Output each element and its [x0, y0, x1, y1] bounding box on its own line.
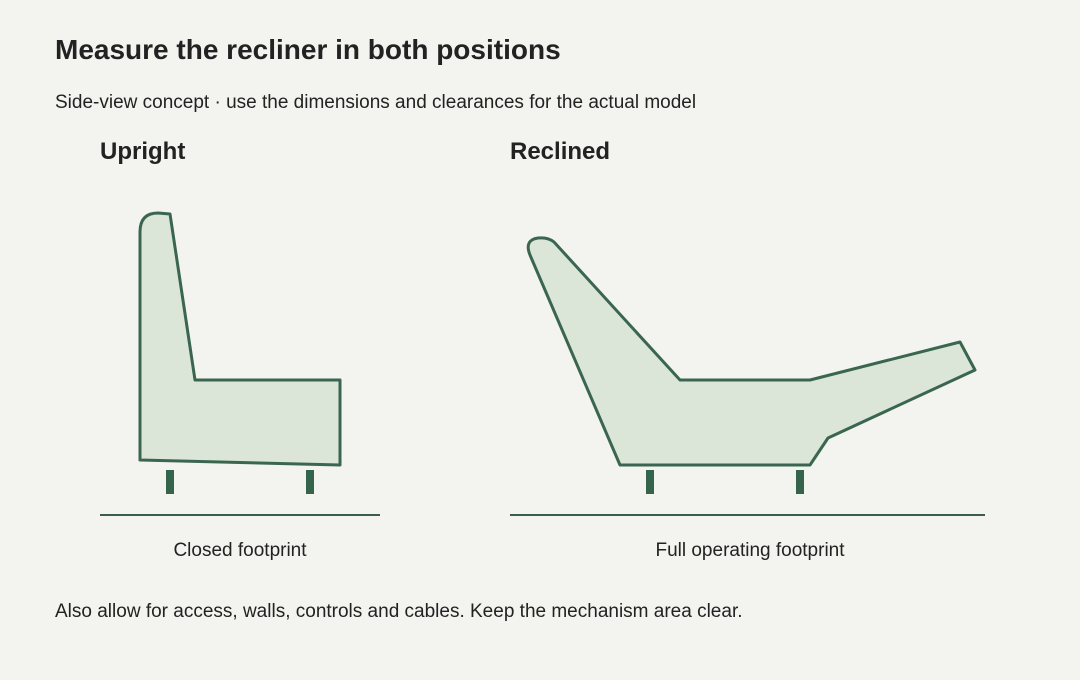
page-title: Measure the recliner in both positions [55, 34, 561, 65]
reclined-front-leg [646, 470, 654, 494]
reclined-back-leg [796, 470, 804, 494]
reclined-chair [510, 236, 985, 516]
footnote: Also allow for access, walls, controls a… [55, 601, 743, 622]
upright-back-leg [306, 470, 314, 494]
reclined-chair-body [526, 236, 977, 467]
upright-front-leg [166, 470, 174, 494]
upright-label: Upright [100, 138, 186, 165]
reclined-caption: Full operating footprint [655, 540, 845, 561]
upright-chair [100, 211, 380, 516]
upright-caption: Closed footprint [173, 540, 307, 561]
upright-chair-body [138, 211, 342, 467]
reclined-label: Reclined [510, 138, 611, 165]
page-subtitle: Side-view concept · use the dimensions a… [55, 92, 697, 113]
